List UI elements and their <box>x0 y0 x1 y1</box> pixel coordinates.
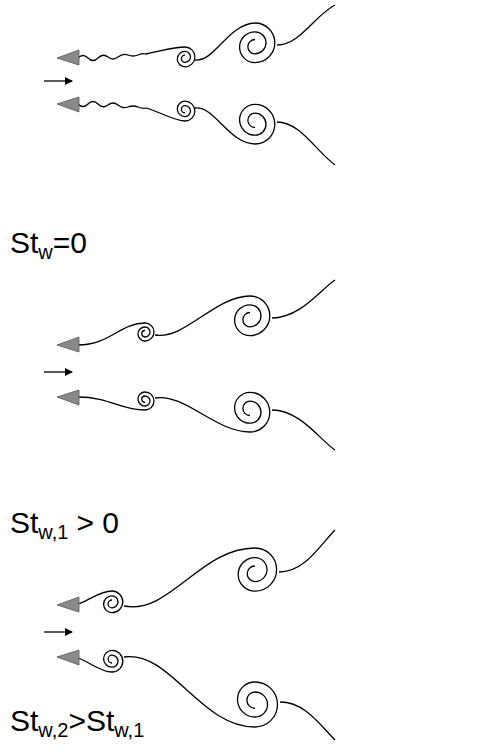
subscript-text: w,1 <box>114 719 144 741</box>
shear-layer <box>279 530 335 572</box>
shear-layer <box>78 47 185 61</box>
parameter-label: Stw=0 <box>10 226 87 269</box>
flow-arrow <box>44 631 72 632</box>
shear-layer <box>277 122 335 165</box>
nozzle-wedge <box>57 650 79 665</box>
shear-layer <box>272 280 335 318</box>
flow-arrow <box>44 371 72 372</box>
vortex-spiral <box>240 104 275 144</box>
subscript-text: w,2 <box>38 719 68 741</box>
shear-layer <box>195 23 255 60</box>
shear-layer <box>277 5 335 45</box>
shear-layer <box>78 102 185 122</box>
shear-layer <box>272 410 335 450</box>
subscript-text: w,1 <box>38 521 68 543</box>
vortex-spiral <box>104 650 123 672</box>
vortex-spiral <box>238 548 276 591</box>
shear-layer <box>124 657 255 727</box>
label-text: > 0 <box>76 506 119 539</box>
subscript-text: w <box>38 241 52 263</box>
vortex-spiral <box>177 47 195 67</box>
label-text: >St <box>68 704 114 737</box>
label-text: St <box>10 704 38 737</box>
parameter-label: Stw,1 > 0 <box>10 506 119 549</box>
vortex-spiral <box>235 392 270 432</box>
parameter-label: Stw,2>Stw,1 <box>10 704 144 747</box>
shear-layer <box>78 397 145 410</box>
nozzle-wedge <box>57 337 79 352</box>
shear-layer <box>124 548 255 607</box>
shear-layer <box>280 702 335 740</box>
nozzle-wedge <box>57 97 79 112</box>
vortex-spiral <box>240 23 275 63</box>
vortex-spiral <box>138 323 154 341</box>
shear-layer <box>78 323 145 345</box>
vortex-spiral <box>104 591 123 613</box>
nozzle-wedge <box>57 390 79 405</box>
nozzle-wedge <box>57 50 79 65</box>
vortex-spiral <box>177 101 195 121</box>
label-text: St <box>10 226 38 259</box>
label-text: =0 <box>53 226 87 259</box>
vortex-spiral <box>238 682 278 727</box>
vortex-spiral <box>235 296 270 336</box>
label-text: St <box>10 506 38 539</box>
flow-arrow <box>44 80 72 81</box>
shear-layer <box>195 108 255 144</box>
nozzle-wedge <box>57 597 79 612</box>
vortex-spiral <box>138 392 154 410</box>
